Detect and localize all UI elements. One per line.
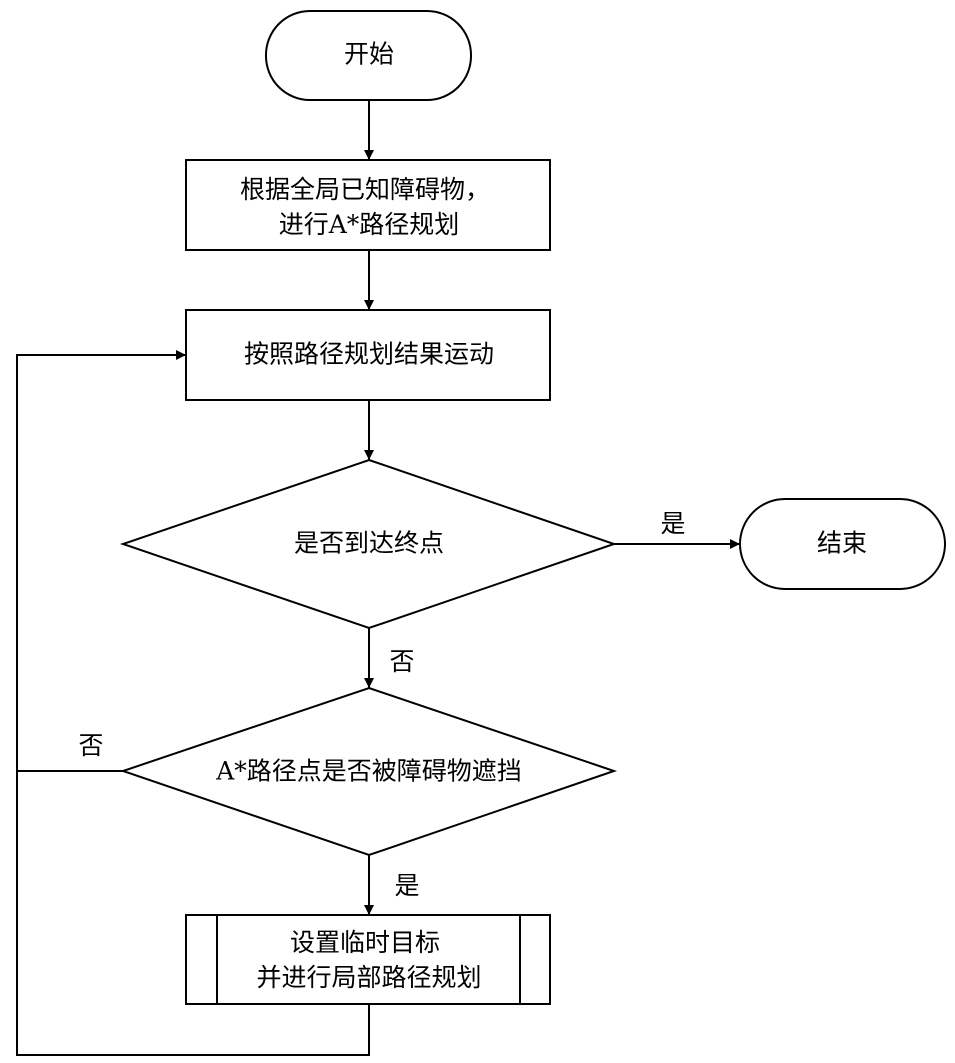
local-plan-line-2: 并进行局部路径规划 (256, 963, 481, 992)
end-label: 结束 (817, 529, 867, 558)
global-plan-label: 根据全局已知障碍物， 进行A*路径规划 (240, 175, 498, 239)
goal-yes-label: 是 (660, 509, 685, 538)
global-plan-node (185, 159, 551, 251)
move-node (185, 309, 551, 401)
start-node (265, 10, 472, 101)
end-node (739, 498, 946, 590)
goal-check-label: 是否到达终点 (294, 529, 444, 558)
blocked-check-node (119, 686, 618, 857)
goal-no-label: 否 (389, 647, 414, 676)
edge-local-plan-loop-back (16, 771, 370, 1056)
blocked-yes-label: 是 (394, 871, 419, 900)
local-plan-label: 设置临时目标 并进行局部路径规划 (256, 928, 481, 992)
move-label: 按照路径规划结果运动 (244, 340, 494, 369)
blocked-check-label: A*路径点是否被障碍物遮挡 (215, 757, 522, 786)
blocked-no-label: 否 (78, 731, 103, 760)
local-plan-line-1: 设置临时目标 (290, 928, 440, 957)
global-plan-line-1: 根据全局已知障碍物， (240, 175, 490, 204)
start-label: 开始 (344, 40, 394, 69)
global-plan-line-2: 进行A*路径规划 (279, 210, 460, 239)
edge-blocked-check-loop-back (16, 350, 186, 772)
local-plan-node (185, 914, 551, 1005)
goal-check-node (119, 458, 618, 630)
